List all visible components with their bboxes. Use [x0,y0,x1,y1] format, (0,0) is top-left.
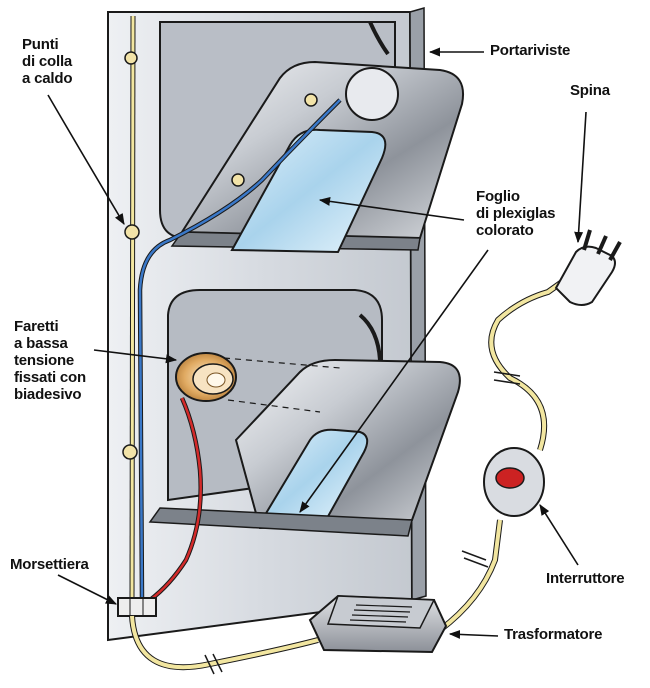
arrow-punti-colla [47,94,125,225]
glue-dot [122,444,138,460]
light-beam-lines [223,357,341,413]
arrow-faretti [93,349,178,364]
label-foglio-plexiglas: Foglio di plexiglas colorato [476,188,556,239]
upper-spotlight-icon [345,67,399,121]
transformer-icon [308,594,448,654]
upper-shelf [170,60,464,254]
label-morsettiera: Morsettiera [10,556,89,573]
plug-icon [554,229,622,306]
arrow-interruttore [539,504,579,566]
arrow-spina [574,111,587,244]
label-trasformatore: Trasformatore [504,626,603,643]
glue-dot [124,51,138,65]
label-interruttore: Interruttore [546,570,625,587]
glue-dot [124,224,140,240]
label-spina: Spina [570,82,610,99]
arrow-morsettiera [57,574,118,605]
wiring [129,15,390,602]
power-cable [129,279,564,671]
arrow-foglio [318,196,465,221]
switch-icon [483,447,545,517]
cable-break-marks [204,371,521,675]
label-portariviste: Portariviste [490,42,571,59]
label-faretti: Faretti a bassa tensione fissati con bia… [14,318,86,403]
glue-points [122,51,318,460]
glue-dot [304,93,318,107]
glue-dot [231,173,245,187]
label-punti-colla: Punti di colla a caldo [22,36,73,87]
label-arrows [47,47,587,639]
arrow-trasformatore [448,629,499,639]
arrow-plexiglas-lower [299,249,489,513]
terminal-block-icon [117,597,157,617]
lower-spotlight-icon [175,352,237,402]
